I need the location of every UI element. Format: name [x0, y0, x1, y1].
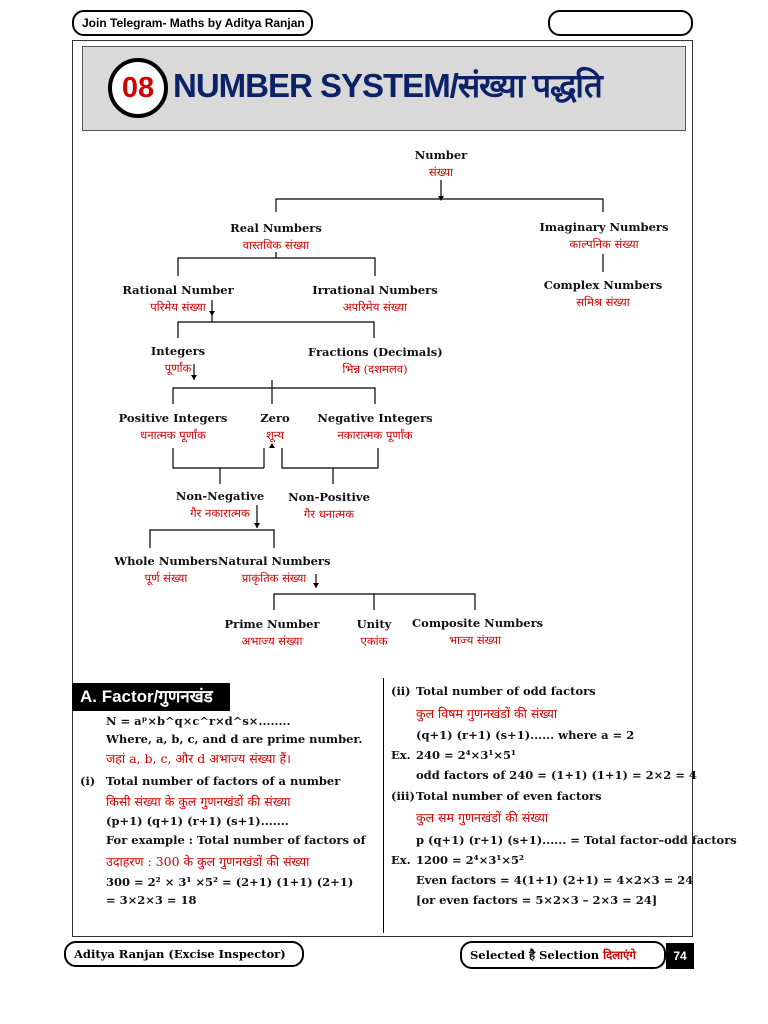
example-1-calc: odd factors of 240 = (1+1) (1+1) = 2×2 =… [416, 768, 697, 782]
node-imaginary: Imaginary Numbers काल्पनिक संख्या [538, 220, 670, 252]
example-calc-1: 300 = 2² × 3¹ ×5² = (2+1) (1+1) (2+1) [106, 875, 354, 889]
node-positive-hi: धनात्मक पूर्णांक [140, 428, 206, 442]
example-2-label: Ex. [391, 853, 411, 867]
factor-heading: A. Factor/गुणनखंड [72, 683, 230, 711]
node-number-hi: संख्या [428, 165, 454, 179]
node-real-en: Real Numbers [230, 221, 322, 235]
item-iii-text: Total number of even factors [416, 789, 602, 803]
node-integers-hi: पूर्णांक [164, 361, 192, 375]
node-unity-hi: एकांक [360, 634, 388, 648]
example-1-label: Ex. [391, 748, 411, 762]
node-natural-hi: प्राकृतिक संख्या [241, 571, 307, 585]
node-irrational-en: Irrational Numbers [312, 283, 438, 297]
node-non-negative-hi: गैर नकारात्मक [190, 506, 250, 520]
item-ii-number: (ii) [391, 684, 411, 698]
node-unity: Unity एकांक [346, 617, 402, 649]
node-prime-hi: अभाज्य संख्या [241, 634, 303, 648]
node-non-negative: Non-Negative गैर नकारात्मक [170, 489, 270, 521]
node-composite: Composite Numbers भाज्य संख्या [412, 616, 544, 648]
footer-tagline-en: Selected है Selection [470, 948, 604, 962]
node-prime-en: Prime Number [224, 617, 320, 631]
node-fractions-en: Fractions (Decimals) [308, 345, 443, 359]
column-divider [383, 678, 384, 933]
example-text: For example : Total number of factors of [106, 833, 366, 847]
node-rational-en: Rational Number [122, 283, 234, 297]
node-composite-en: Composite Numbers [412, 616, 544, 630]
node-unity-en: Unity [356, 617, 392, 631]
node-non-negative-en: Non-Negative [175, 489, 265, 503]
node-non-positive-hi: गैर धनात्मक [303, 507, 355, 521]
item-i-hi: किसी संख्या के कुल गुणनखंडों की संख्या [106, 794, 291, 809]
page-frame [72, 40, 693, 937]
node-fractions-hi: भिन्न (दशमलव) [342, 362, 408, 376]
node-imaginary-en: Imaginary Numbers [539, 220, 669, 234]
example-hi: उदाहरण : 300 के कुल गुणनखंडों की संख्या [106, 854, 310, 869]
node-positive-en: Positive Integers [118, 411, 228, 425]
item-ii-hi: कुल विषम गुणनखंडों की संख्या [416, 706, 558, 721]
node-complex: Complex Numbers समिश्र संख्या [543, 278, 663, 310]
node-irrational: Irrational Numbers अपरिमेय संख्या [310, 283, 440, 315]
item-iii-formula: p (q+1) (r+1) (s+1)...... = Total factor… [416, 833, 737, 847]
node-rational-hi: परिमेय संख्या [150, 300, 206, 314]
node-non-positive-en: Non-Positive [288, 490, 370, 504]
chapter-banner [82, 46, 686, 131]
chapter-title: NUMBER SYSTEM/संख्या पद्धति [173, 67, 603, 104]
node-positive: Positive Integers धनात्मक पूर्णांक [113, 411, 233, 443]
example-2-calc: Even factors = 4(1+1) (2+1) = 4×2×3 = 24 [416, 873, 694, 887]
node-negative-hi: नकारात्मक पूर्णांक [337, 428, 413, 442]
node-rational: Rational Number परिमेय संख्या [118, 283, 238, 315]
factor-where-hi: जहां a, b, c, और d अभाज्य संख्या हैं। [106, 751, 291, 766]
node-zero: Zero शून्य [250, 411, 300, 443]
example-2-alt: [or even factors = 5×2×3 – 2×3 = 24] [416, 893, 658, 907]
node-zero-en: Zero [260, 411, 290, 425]
node-fractions: Fractions (Decimals) भिन्न (दशमलव) [308, 345, 443, 377]
item-i-text: Total number of factors of a number [106, 774, 341, 788]
node-real: Real Numbers वास्तविक संख्या [216, 221, 336, 253]
header-empty-box [548, 10, 693, 36]
node-integers-en: Integers [150, 344, 206, 358]
factor-where: Where, a, b, c, and d are prime number. [106, 732, 363, 746]
node-natural-en: Natural Numbers [218, 554, 331, 568]
item-ii-formula: (q+1) (r+1) (s+1)...... where a = 2 [416, 728, 635, 742]
item-i-formula: (p+1) (q+1) (r+1) (s+1)....... [106, 814, 289, 828]
factor-formula: N = aᵖ×b^q×c^r×d^s×........ [106, 714, 291, 728]
node-negative: Negative Integers नकारात्मक पूर्णांक [315, 411, 435, 443]
page-number: 74 [666, 943, 694, 969]
example-1-value: 240 = 2⁴×3¹×5¹ [416, 748, 517, 762]
footer-tagline-hi: दिलाएंगे [603, 948, 636, 962]
node-number: Number संख्या [401, 148, 481, 180]
node-non-positive: Non-Positive गैर धनात्मक [282, 490, 376, 522]
node-imaginary-hi: काल्पनिक संख्या [569, 237, 639, 251]
footer-author: Aditya Ranjan (Excise Inspector) [64, 941, 304, 967]
telegram-label: Join Telegram- Maths by Aditya Ranjan [72, 10, 313, 36]
node-complex-hi: समिश्र संख्या [576, 295, 630, 309]
node-complex-en: Complex Numbers [543, 278, 663, 292]
node-zero-hi: शून्य [266, 428, 284, 442]
node-prime: Prime Number अभाज्य संख्या [220, 617, 324, 649]
node-whole-en: Whole Numbers [114, 554, 218, 568]
node-number-en: Number [414, 148, 468, 162]
node-real-hi: वास्तविक संख्या [242, 238, 310, 252]
item-i-number: (i) [80, 774, 96, 788]
node-negative-en: Negative Integers [317, 411, 433, 425]
item-iii-hi: कुल सम गुणनखंडों की संख्या [416, 810, 549, 825]
node-irrational-hi: अपरिमेय संख्या [342, 300, 408, 314]
node-integers: Integers पूर्णांक [138, 344, 218, 376]
node-composite-hi: भाज्य संख्या [448, 633, 502, 647]
node-natural: Natural Numbers प्राकृतिक संख्या [218, 554, 330, 586]
chapter-number-badge: 08 [108, 58, 168, 118]
footer-tagline: Selected है Selection दिलाएंगे [460, 941, 666, 969]
example-calc-2: = 3×2×3 = 18 [106, 893, 197, 907]
item-ii-text: Total number of odd factors [416, 684, 596, 698]
node-whole-hi: पूर्ण संख्या [144, 571, 188, 585]
example-2-value: 1200 = 2⁴×3¹×5² [416, 853, 525, 867]
node-whole: Whole Numbers पूर्ण संख्या [108, 554, 224, 586]
item-iii-number: (iii) [391, 789, 415, 803]
